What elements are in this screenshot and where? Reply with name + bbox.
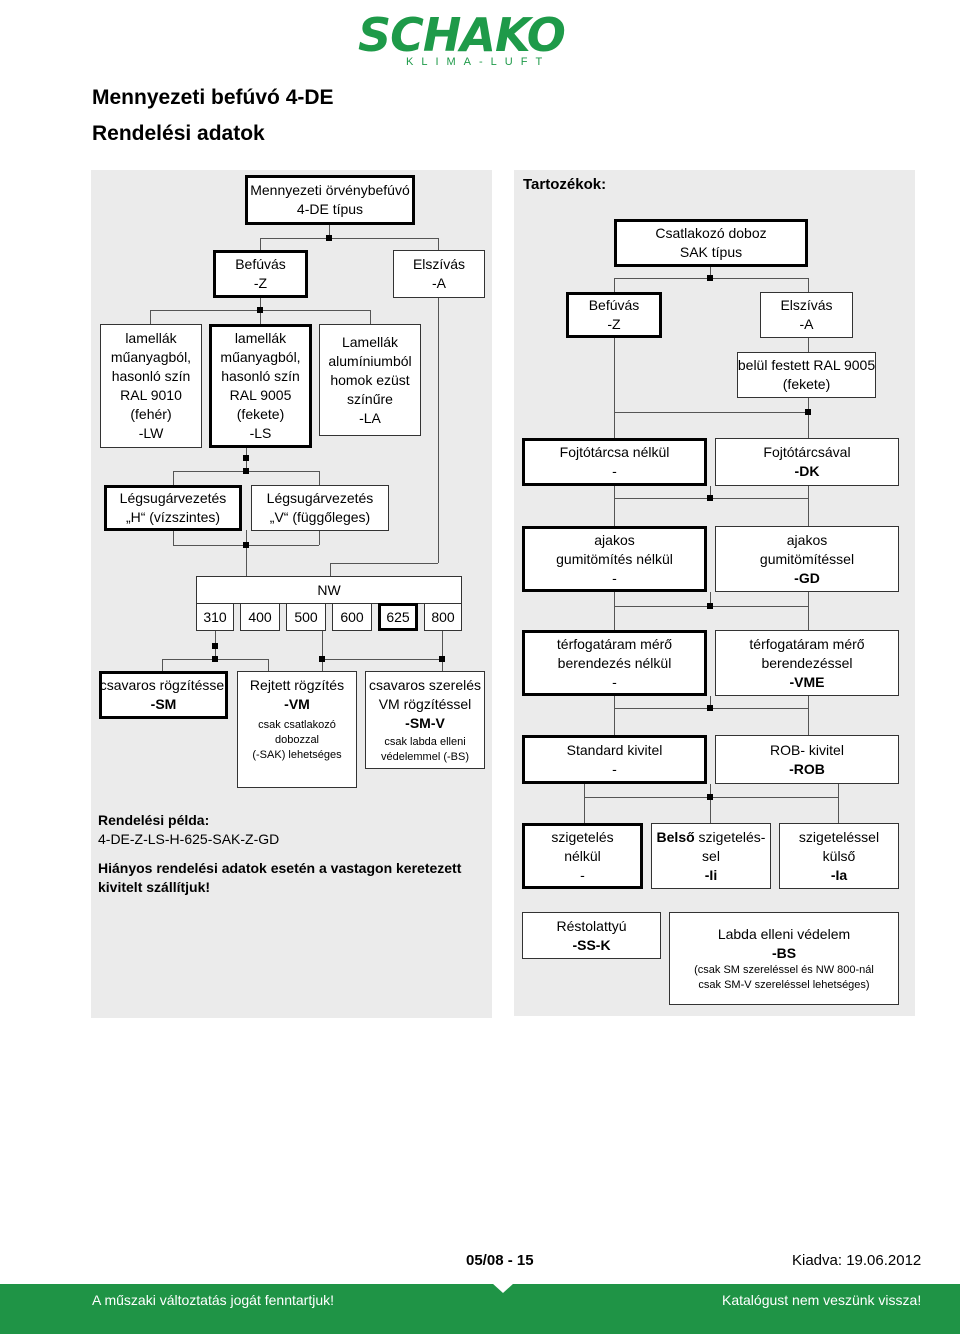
page-title: Mennyezeti befúvó 4-DE <box>92 86 334 109</box>
nw-size-cell: 600 <box>332 603 372 631</box>
supply-option: Befúvás-Z <box>213 250 308 298</box>
exhaust-option: Elszívás-A <box>393 250 485 298</box>
jet-v-option: Légsugárvezetés„V“ (függőleges) <box>251 485 389 531</box>
nw-size-cell: 310 <box>196 603 234 631</box>
nw-size-cell: 400 <box>240 603 280 631</box>
footer-right-note: Katalógust nem veszünk vissza! <box>722 1292 922 1308</box>
no-damper-option: Fojtótárcsa nélkül- <box>522 438 707 486</box>
rob-option: ROB- kivitel-ROB <box>715 735 899 784</box>
order-example-label: Rendelési példa: <box>98 812 210 828</box>
issue-date: Kiadva: 19.06.2012 <box>792 1252 922 1269</box>
nw-header: NW <box>196 576 462 604</box>
footer-left-note: A műszaki változtatás jogát fenntartjuk! <box>92 1292 335 1308</box>
sak-exhaust-option: Elszívás-A <box>760 292 853 338</box>
footer-notch-icon <box>492 1283 514 1293</box>
default-note-line2: kivitelt szállítjuk! <box>98 879 211 895</box>
nw-size-cell: 500 <box>286 603 326 631</box>
mounting-sm-option: csavaros rögzítéssel-SM <box>99 671 228 719</box>
order-example-code: 4-DE-Z-LS-H-625-SAK-Z-GD <box>98 831 280 847</box>
schako-logo: SCHAKO KLIMA-LUFT <box>356 2 606 72</box>
damper-dk-option: Fojtótárcsával-DK <box>715 438 899 486</box>
ball-protection-option: Labda elleni védelem-BS (csak SM szerelé… <box>669 912 899 1005</box>
accessories-heading: Tartozékok: <box>523 176 607 193</box>
default-note-line1: Hiányos rendelési adatok esetén a vastag… <box>98 860 462 876</box>
jet-h-option: Légsugárvezetés„H“ (vízszintes) <box>104 485 242 531</box>
standard-option: Standard kivitel- <box>522 735 707 784</box>
logo-wordmark: SCHAKO <box>358 8 566 62</box>
page-subtitle: Rendelési adatok <box>92 122 265 145</box>
sak-supply-option: Befúvás-Z <box>566 292 662 338</box>
footer-bar: A műszaki változtatás jogát fenntartjuk!… <box>0 1283 960 1334</box>
nw-size-cell: 800 <box>424 603 462 631</box>
nw-size-cell: 625 <box>378 603 418 631</box>
logo-tagline: KLIMA-LUFT <box>406 56 551 68</box>
page-number: 05/08 - 15 <box>466 1252 534 1269</box>
painted-inside-option: belül festett RAL 9005(fekete) <box>737 352 876 398</box>
inner-insulation-option: Belső szigetelés- sel-Ii <box>651 823 771 889</box>
slot-damper-option: Réstolattyú-SS-K <box>522 912 661 959</box>
